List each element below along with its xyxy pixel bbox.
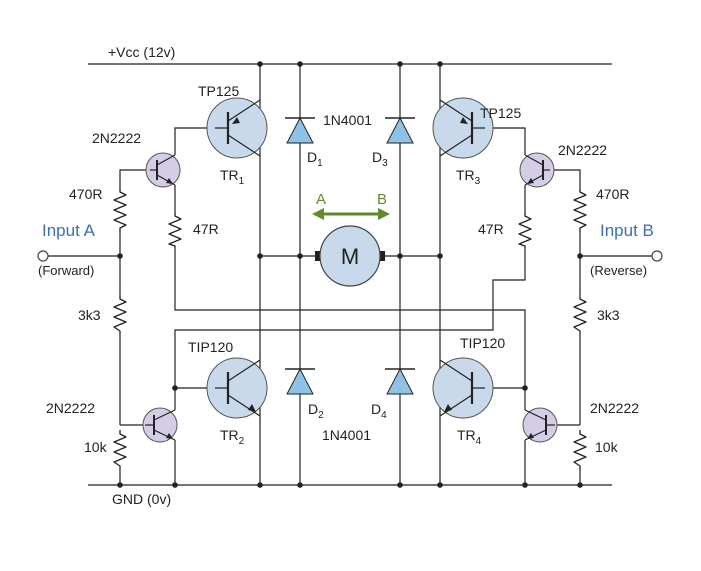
terminal-icon: [37, 250, 49, 262]
resistor-icon: [573, 188, 587, 232]
q-bottom-left-label: 2N2222: [46, 400, 95, 416]
tr3-label: TR3: [456, 167, 481, 187]
r-470-left-label: 470R: [69, 186, 102, 202]
pnp-transistor-icon: [206, 97, 268, 159]
r-3k3-left-label: 3k3: [78, 307, 101, 323]
input-a-label: Input A: [42, 221, 96, 240]
resistor-icon: [113, 295, 127, 335]
tr4-type-label: TIP120: [460, 335, 505, 351]
pnp-transistor-icon: [432, 97, 494, 159]
tr4-label: TR4: [457, 427, 482, 447]
d3-label: D3: [372, 149, 388, 169]
npn-transistor-icon: [522, 407, 558, 443]
terminal-icon: [651, 250, 663, 262]
resistor-icon: [573, 295, 587, 335]
junction-dots: [117, 61, 583, 488]
r-10k-left-label: 10k: [84, 439, 108, 455]
tr2-label: TR2: [220, 427, 245, 447]
npn-transistor-icon: [142, 407, 178, 443]
q-top-right-label: 2N2222: [558, 142, 607, 158]
diode-icon: [385, 367, 415, 395]
d1-label: D1: [307, 149, 323, 169]
motor-icon: [315, 225, 385, 287]
direction-b-label: B: [377, 191, 387, 208]
tr3-type-label: TP125: [480, 105, 521, 121]
input-a-sublabel: (Forward): [38, 263, 94, 278]
r-3k3-right-label: 3k3: [597, 307, 620, 323]
resistor-icon: [168, 212, 182, 248]
diode-bottom-part-label: 1N4001: [322, 427, 371, 443]
left-control-wiring: [48, 127, 215, 485]
direction-arrow: [312, 208, 390, 220]
resistor-icon: [573, 430, 587, 470]
d4-label: D4: [371, 401, 387, 421]
diode-icon: [285, 367, 315, 395]
right-control-wiring: [485, 127, 652, 485]
input-b-sublabel: (Reverse): [590, 263, 647, 278]
diode-icon: [385, 116, 415, 144]
tr2-type-label: TIP120: [188, 339, 233, 355]
r-47-left-label: 47R: [193, 221, 219, 237]
resistor-icon: [113, 430, 127, 470]
gnd-label: GND (0v): [112, 491, 171, 507]
resistor-icon: [113, 188, 127, 232]
resistor-icon: [518, 212, 532, 248]
direction-a-label: A: [316, 191, 326, 208]
r-10k-right-label: 10k: [595, 439, 619, 455]
q-top-left-label: 2N2222: [92, 130, 141, 146]
input-b-label: Input B: [600, 221, 654, 240]
r-470-right-label: 470R: [596, 186, 629, 202]
diode-icon: [285, 116, 315, 144]
npn-transistor-icon: [432, 357, 494, 419]
npn-transistor-icon: [519, 152, 555, 188]
q-bottom-right-label: 2N2222: [590, 400, 639, 416]
diode-top-part-label: 1N4001: [323, 112, 372, 128]
npn-transistor-icon: [206, 357, 268, 419]
vcc-label: +Vcc (12v): [108, 44, 175, 60]
tr1-label: TR1: [220, 167, 245, 187]
npn-transistor-icon: [145, 152, 181, 188]
motor-label: M: [341, 244, 359, 269]
tr1-type-label: TP125: [198, 83, 239, 99]
r-47-right-label: 47R: [478, 221, 504, 237]
d2-label: D2: [308, 401, 324, 421]
